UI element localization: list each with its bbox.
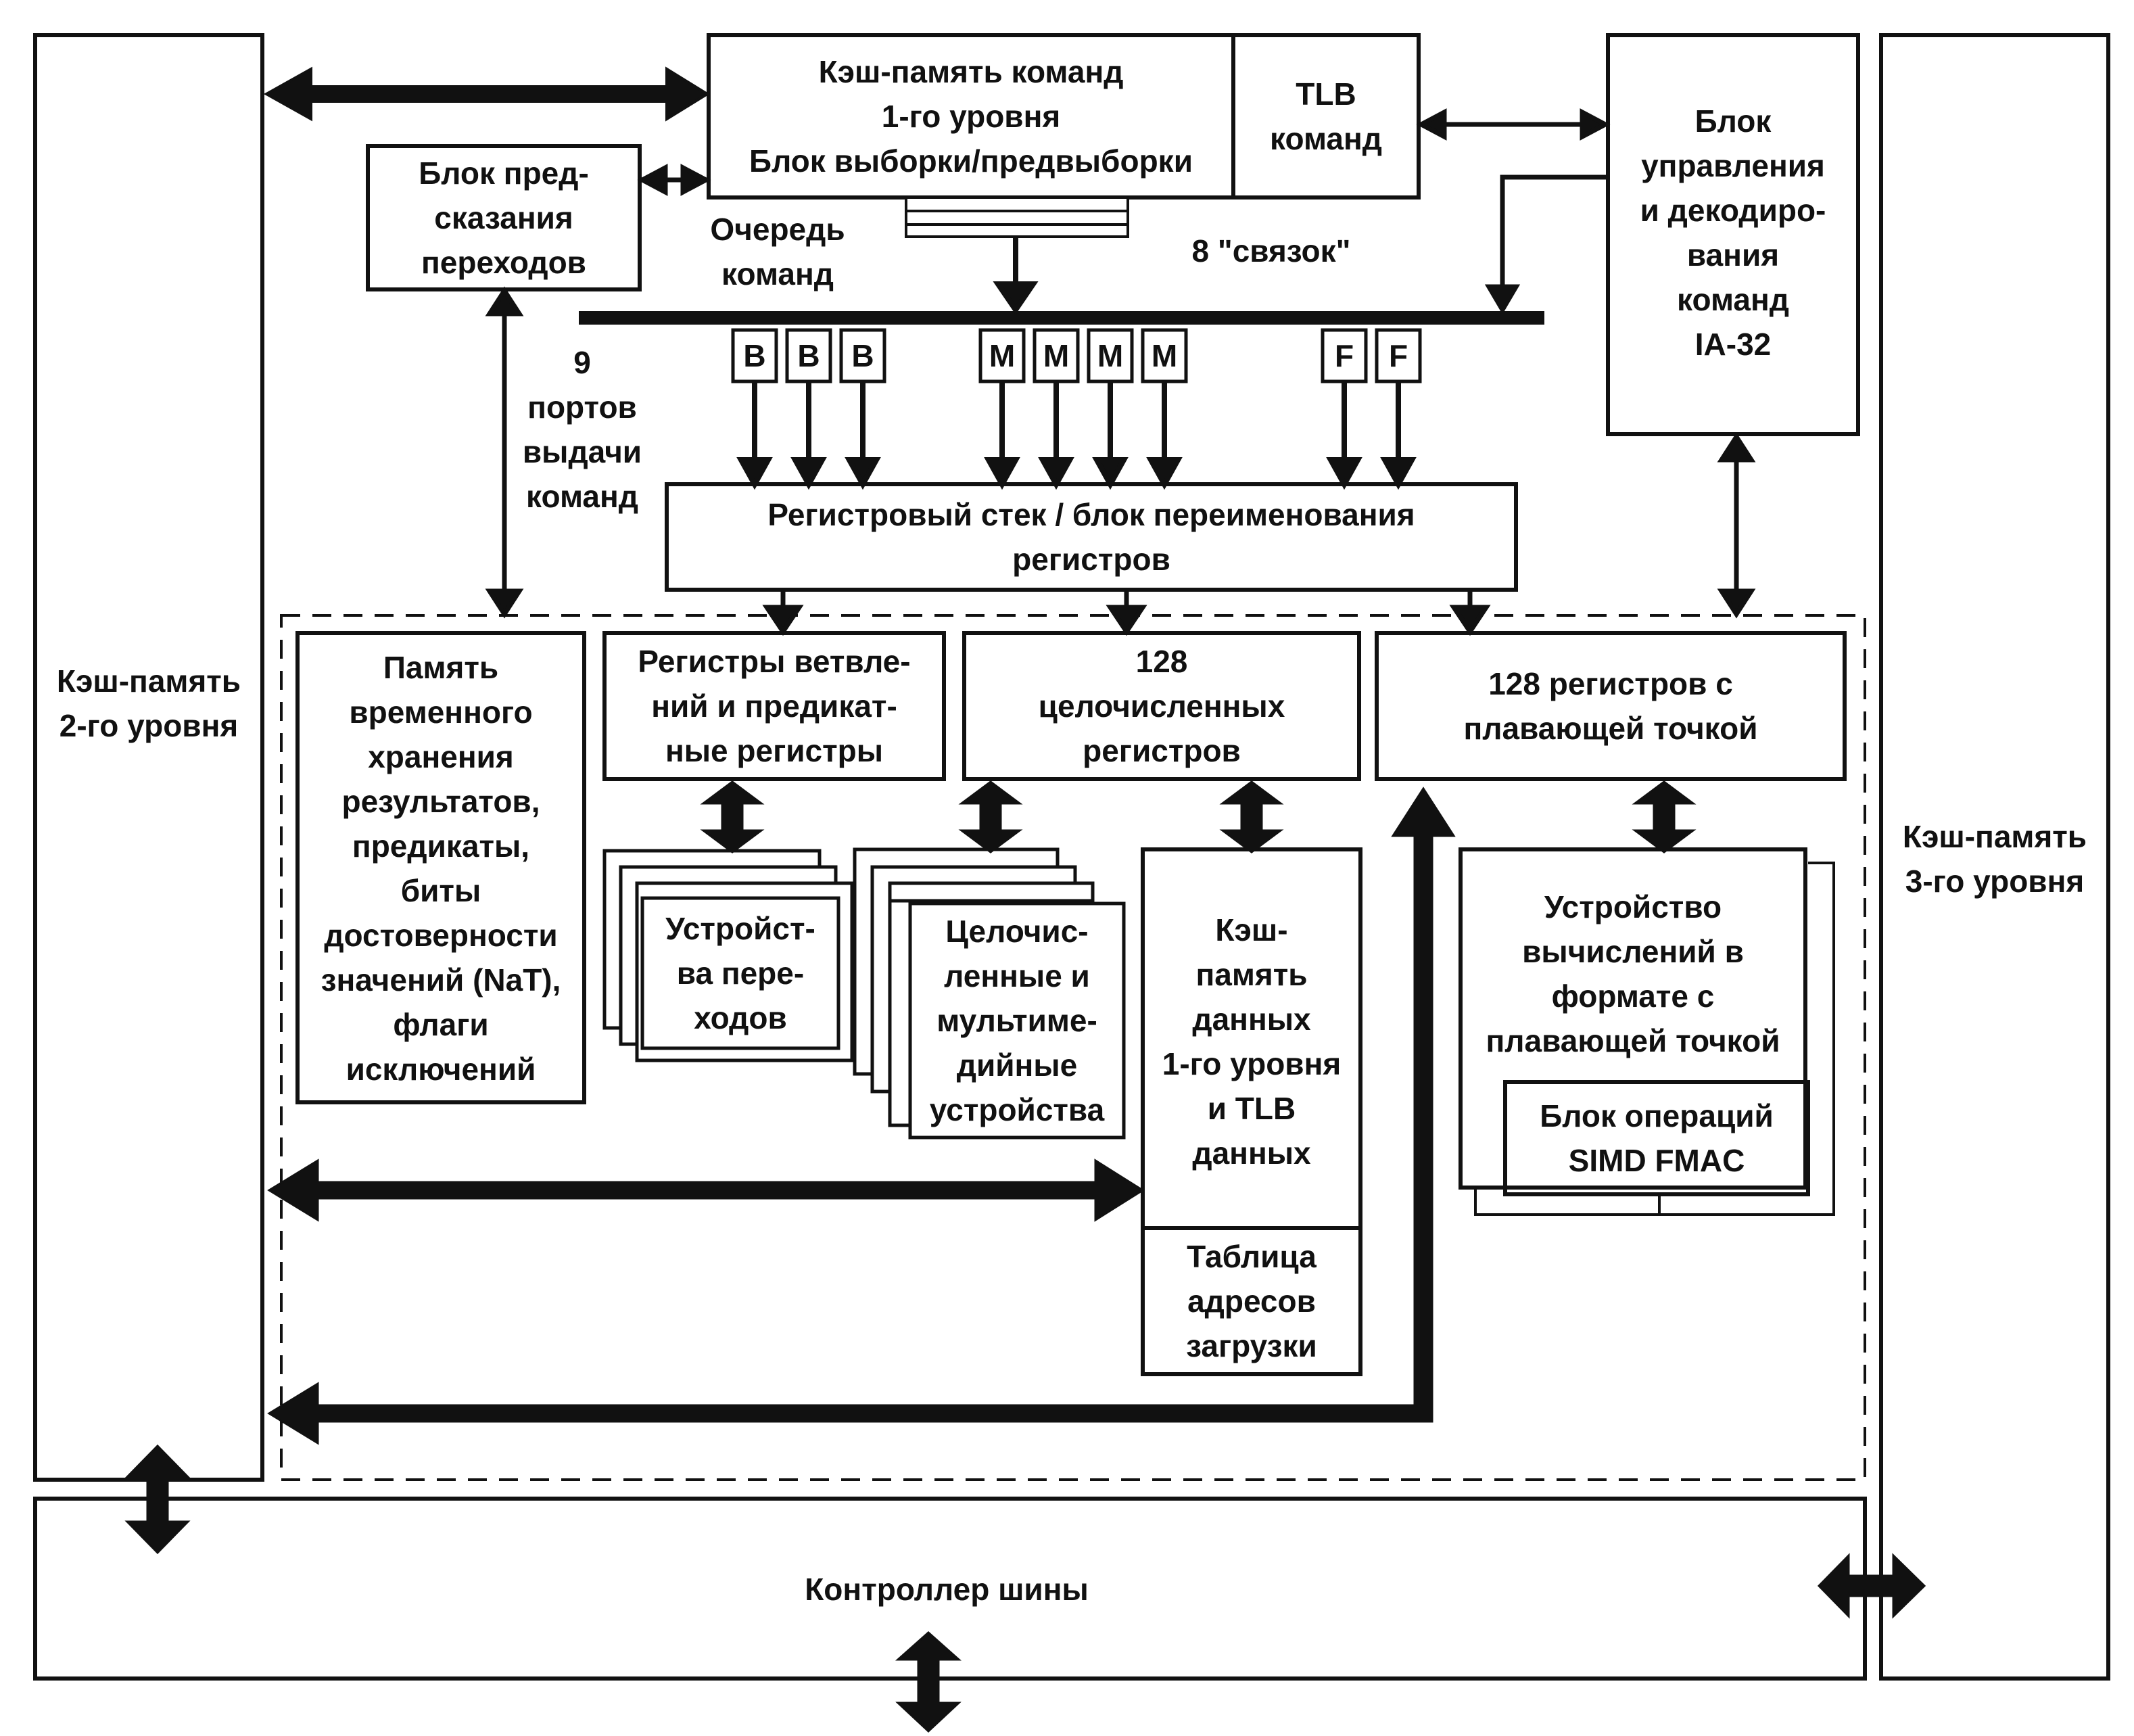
fp-unit-label: Устройство вычислений в формате с плаваю… <box>1486 889 1780 1058</box>
instruction-queue-label: Очередь команд <box>710 212 845 291</box>
int-registers-box <box>962 631 1361 781</box>
execution-core-box <box>280 614 1866 1481</box>
int-registers-label: 128 целочисленных регистров <box>1038 644 1285 768</box>
bus-controller-label: Контроллер шины <box>805 1572 1089 1607</box>
bundles-label: 8 "связок" <box>1191 233 1351 268</box>
simd-fmac-label: Блок операций SIMD FMAC <box>1540 1098 1774 1178</box>
branch-units-label: Устройст- ва пере- ходов <box>665 911 815 1035</box>
simd-fmac-box <box>1503 1080 1810 1196</box>
port-f-1: F <box>1334 338 1354 373</box>
port-m-4: M <box>1151 338 1178 373</box>
register-stack-box <box>665 482 1518 592</box>
port-m-2: M <box>1043 338 1070 373</box>
l3-cache-label: Кэш-память 3-го уровня <box>1902 819 2087 899</box>
instruction-queue <box>905 196 1129 238</box>
int-mm-units-label: Целочис- ленные и мультиме- дийные устро… <box>929 914 1105 1127</box>
temp-memory-box <box>295 631 586 1104</box>
branch-registers-box <box>602 631 946 781</box>
fp-registers-label: 128 регистров с плавающей точкой <box>1463 666 1758 746</box>
ia32-decode-label: Блок управления и декодиро- вания команд… <box>1640 103 1826 362</box>
port-m-3: M <box>1097 338 1124 373</box>
l1-icache-label: Кэш-память команд 1-го уровня Блок выбор… <box>749 54 1193 179</box>
branch-registers-label: Регистры ветвле- ний и предикат- ные рег… <box>638 644 911 768</box>
tlb-commands-label: TLB команд <box>1270 76 1382 156</box>
port-m-1: M <box>989 338 1016 373</box>
issue-ports-label: 9 портов выдачи команд <box>522 345 642 514</box>
tlb-commands-box <box>1231 33 1421 200</box>
register-stack-label: Регистровый стек / блок переименования р… <box>767 497 1415 577</box>
branch-units-box <box>640 896 840 1050</box>
ia32-decode-box <box>1606 33 1860 436</box>
fp-unit-box <box>1459 847 1807 1190</box>
load-table-box <box>1141 1226 1362 1376</box>
port-b-3: B <box>851 338 874 373</box>
l2-cache-label: Кэш-память 2-го уровня <box>56 663 241 743</box>
l3-cache-box <box>1879 33 2110 1681</box>
port-b-2: B <box>797 338 820 373</box>
port-b-1: B <box>743 338 766 373</box>
temp-memory-label: Память временного хранения результатов, … <box>321 650 561 1087</box>
fp-registers-box <box>1375 631 1847 781</box>
l1-dcache-label: Кэш- память данных 1-го уровня и TLB дан… <box>1162 912 1342 1171</box>
branch-prediction-label: Блок пред- сказания переходов <box>419 156 589 280</box>
port-f-2: F <box>1388 338 1408 373</box>
load-table-label: Таблица адресов загрузки <box>1186 1239 1317 1363</box>
int-mm-units-box <box>908 901 1126 1140</box>
